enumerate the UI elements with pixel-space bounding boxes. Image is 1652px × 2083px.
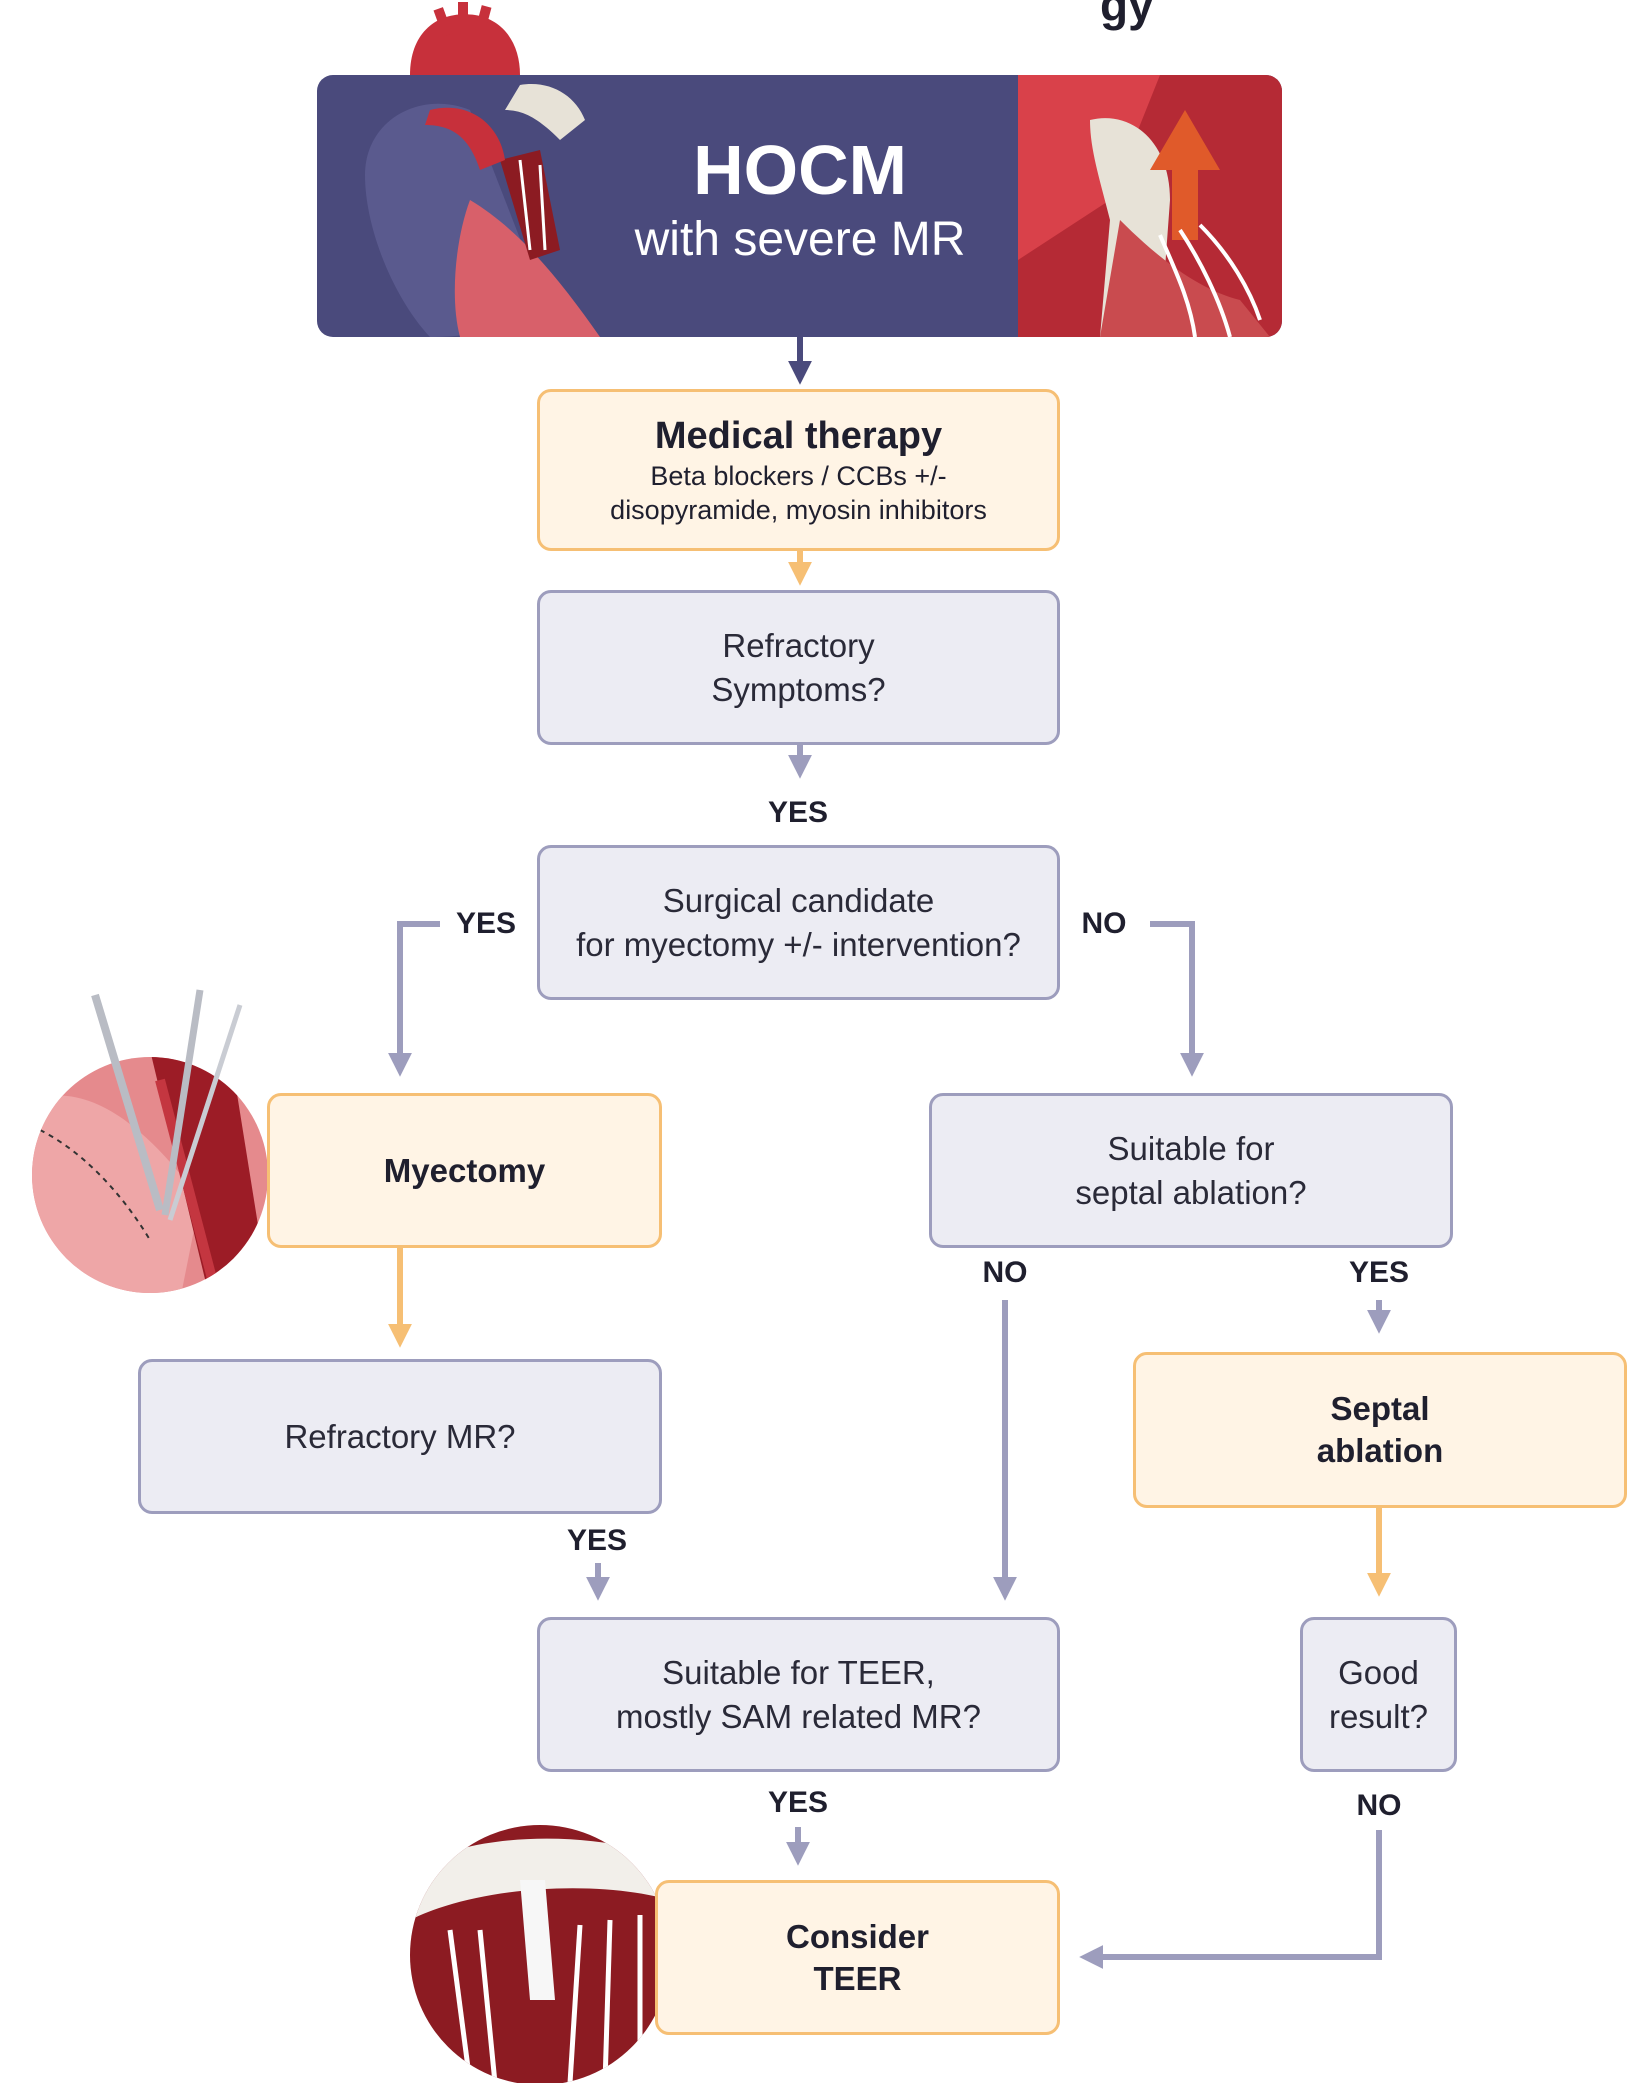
label-yes-teer: YES <box>767 1786 829 1819</box>
header-cut-text: gy <box>1100 0 1154 31</box>
hero-subtitle: with severe MR <box>634 213 966 266</box>
teer-illustration <box>410 1825 670 2083</box>
medical-therapy-title: Medical therapy <box>654 415 943 457</box>
consider-teer-line2: TEER <box>813 1959 902 1997</box>
node-septal-ablation: Septal ablation <box>1133 1352 1627 1508</box>
label-yes-refractory-mr: YES <box>566 1524 628 1557</box>
teer-suitable-line2: mostly SAM related MR? <box>616 1697 981 1735</box>
septal-ablation-line1: Septal <box>1330 1390 1430 1427</box>
label-yes-symptoms: YES <box>767 796 829 829</box>
arrow-yes-myectomy <box>388 921 440 1077</box>
refractory-mr-line1: Refractory MR? <box>284 1417 516 1455</box>
hero-title-block: HOCM with severe MR <box>580 130 1020 270</box>
refractory-symptoms-line1: Refractory <box>722 626 875 664</box>
node-good-result: Good result? <box>1300 1617 1457 1772</box>
arrow-no-septal <box>1150 921 1204 1077</box>
surgical-candidate-line2: for myectomy +/- intervention? <box>576 925 1021 963</box>
label-no-result: NO <box>1356 1789 1402 1822</box>
surgical-candidate-line1: Surgical candidate <box>662 881 935 919</box>
arrows <box>388 337 1391 1969</box>
septal-ablation-line2: ablation <box>1316 1432 1444 1469</box>
node-myectomy: Myectomy <box>267 1093 662 1248</box>
node-consider-teer: Consider TEER <box>655 1880 1060 2035</box>
label-no-from-septal: NO <box>982 1256 1028 1289</box>
septal-suitable-line1: Suitable for <box>1107 1129 1275 1167</box>
hero-title: HOCM <box>693 131 907 209</box>
refractory-symptoms-line2: Symptoms? <box>711 670 886 708</box>
node-teer-suitable: Suitable for TEER, mostly SAM related MR… <box>537 1617 1060 1772</box>
consider-teer-line1: Consider <box>785 1917 930 1955</box>
node-medical-therapy: Medical therapy Beta blockers / CCBs +/-… <box>537 389 1060 551</box>
label-yes-from-septal: YES <box>1348 1256 1410 1289</box>
hero-heart-illustration <box>410 2 585 170</box>
node-septal-suitable: Suitable for septal ablation? <box>929 1093 1453 1248</box>
medical-therapy-line1: Beta blockers / CCBs +/- <box>650 461 947 491</box>
label-yes-myectomy: YES <box>455 907 517 940</box>
myectomy-title: Myectomy <box>383 1151 546 1189</box>
hero-banner <box>317 75 1282 337</box>
arrow-result-no <box>1079 1830 1382 1969</box>
good-result-line2: result? <box>1328 1697 1429 1735</box>
node-refractory-symptoms: Refractory Symptoms? <box>537 590 1060 745</box>
node-refractory-mr: Refractory MR? <box>138 1359 662 1514</box>
medical-therapy-line2: disopyramide, myosin inhibitors <box>610 495 987 525</box>
teer-suitable-line1: Suitable for TEER, <box>662 1653 935 1691</box>
label-no-septal: NO <box>1081 907 1127 940</box>
node-surgical-candidate: Surgical candidate for myectomy +/- inte… <box>537 845 1060 1000</box>
myectomy-illustration <box>32 989 268 1293</box>
septal-suitable-line2: septal ablation? <box>1075 1173 1307 1211</box>
good-result-line1: Good <box>1338 1653 1419 1691</box>
